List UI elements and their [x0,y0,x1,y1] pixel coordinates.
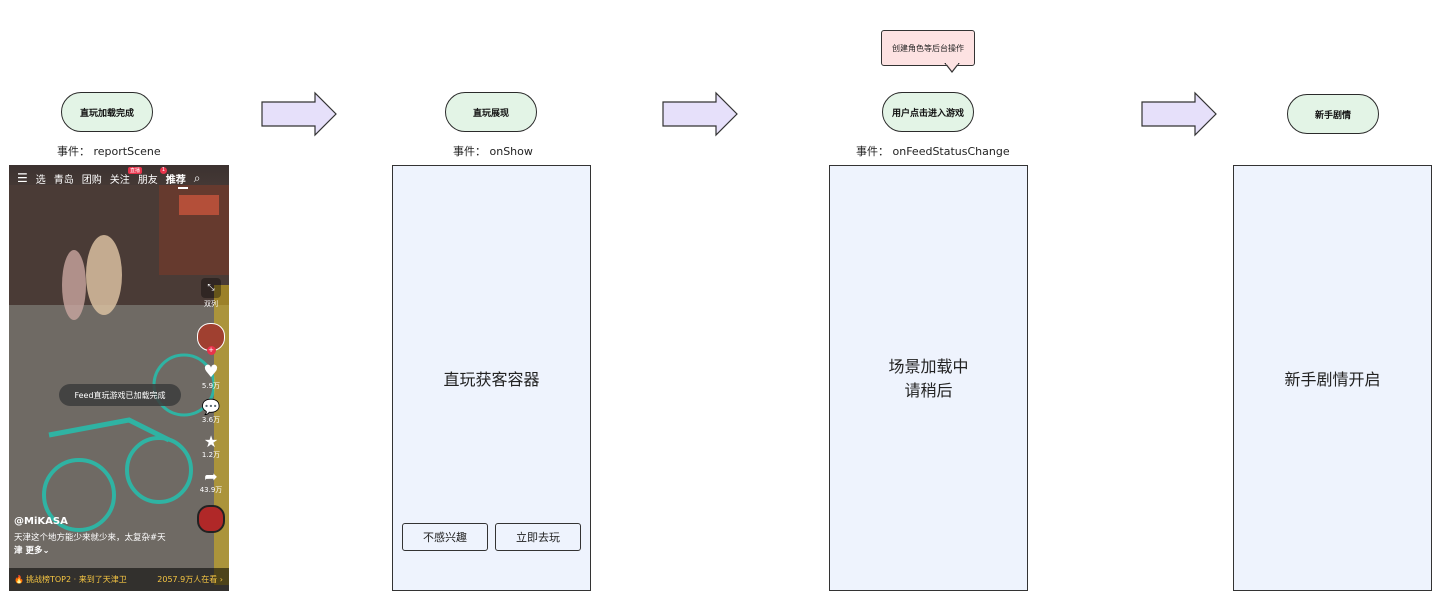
frame-loading: 场景加载中 请稍后 [829,165,1028,591]
comment-icon[interactable]: 💬 [201,398,221,416]
music-disc-icon[interactable] [197,505,225,533]
shares-count: 43.9万 [199,486,223,494]
tab-select[interactable]: 选 [35,174,46,186]
phone-top-bar: ☰ 选 青岛 团购 关注 朋友 推荐 ⌕ [9,165,229,191]
step-pill-enter-game: 用户点击进入游戏 [882,92,974,132]
share-icon[interactable]: ➦ [204,467,218,486]
step-label: 新手剧情 [1314,110,1351,121]
follow-plus-icon[interactable]: + [206,346,216,355]
frame-tutorial: 新手剧情开启 [1233,165,1432,591]
not-interested-button[interactable]: 不感兴趣 [402,523,488,551]
container-title: 直玩获客容器 [443,370,540,389]
friends-badge: 1 [160,167,167,174]
flow-arrow-1 [261,91,337,137]
tab-groupbuy[interactable]: 团购 [81,174,102,186]
tab-recommend[interactable]: 推荐 [165,174,186,186]
callout-tail [944,63,960,73]
flow-arrow-3 [1141,91,1217,137]
step-label: 直玩展现 [472,108,509,119]
tab-underline [178,187,188,189]
toast-text: Feed直玩游戏已加载完成 [74,390,166,400]
event-label-onshow: 事件： onShow [453,145,533,158]
video-description: 天津这个地方能少来就少来，太复杂#天 津 更多⌄ [14,532,184,558]
star-icon[interactable]: ★ [203,432,219,451]
frame-container: 直玩获客容器 不感兴趣 立即去玩 [392,165,591,591]
desc-line-1: 天津这个地方能少来就少来，太复杂#天 [14,533,166,543]
flow-arrow-2 [662,91,738,137]
heart-icon[interactable]: ♥ [203,362,219,382]
phone-sidebar: ⤡ 双列 + ♥ 5.9万 💬 3.6万 ★ 1.2万 ➦ 43.9万 [197,278,225,533]
tab-follow[interactable]: 关注 [109,174,130,186]
backend-callout: 创建角色等后台操作 [881,30,975,66]
tab-friends[interactable]: 朋友 [137,174,158,186]
likes-count: 5.9万 [201,382,221,390]
event-label-reportscene: 事件： reportScene [57,145,161,158]
live-badge: 直播 [128,167,143,174]
loading-line-2: 请稍后 [904,381,953,400]
search-icon[interactable]: ⌕ [193,170,201,185]
tab-qingdao[interactable]: 青岛 [53,174,74,186]
step-label: 用户点击进入游戏 [891,108,964,119]
comments-count: 3.6万 [201,416,221,424]
step-pill-show: 直玩展现 [445,92,537,132]
play-now-button[interactable]: 立即去玩 [495,523,581,551]
tutorial-text: 新手剧情开启 [1284,370,1381,389]
fire-icon: 🔥 [14,575,24,584]
fold-label: 双列 [204,300,218,308]
fold-icon[interactable]: ⤡ [201,278,221,298]
menu-icon[interactable]: ☰ [17,171,28,185]
step-pill-tutorial: 新手剧情 [1287,94,1379,134]
phone-bottom-bar[interactable]: 🔥 挑战榜TOP2 · 来到了天津卫 2057.9万人在看 › [9,568,229,591]
loading-line-1: 场景加载中 [888,357,969,376]
event-label-onfeedstatuschange: 事件： onFeedStatusChange [856,145,1010,158]
step-label: 直玩加载完成 [79,108,134,119]
viewers-text: 2057.9万人在看 › [157,575,223,584]
ranking-text: 挑战榜TOP2 · 来到了天津卫 [25,575,127,584]
loaded-toast: Feed直玩游戏已加载完成 [59,384,181,406]
video-username[interactable]: @MiKASA [14,516,68,527]
desc-line-2[interactable]: 津 更多⌄ [14,546,50,556]
step-pill-loaded: 直玩加载完成 [61,92,153,132]
callout-label: 创建角色等后台操作 [892,43,964,53]
phone-screenshot: ☰ 选 青岛 团购 关注 朋友 推荐 ⌕ 直播 1 ⤡ 双列 + ♥ 5.9万 … [9,165,229,591]
stars-count: 1.2万 [201,451,221,459]
scene-background [9,185,229,591]
